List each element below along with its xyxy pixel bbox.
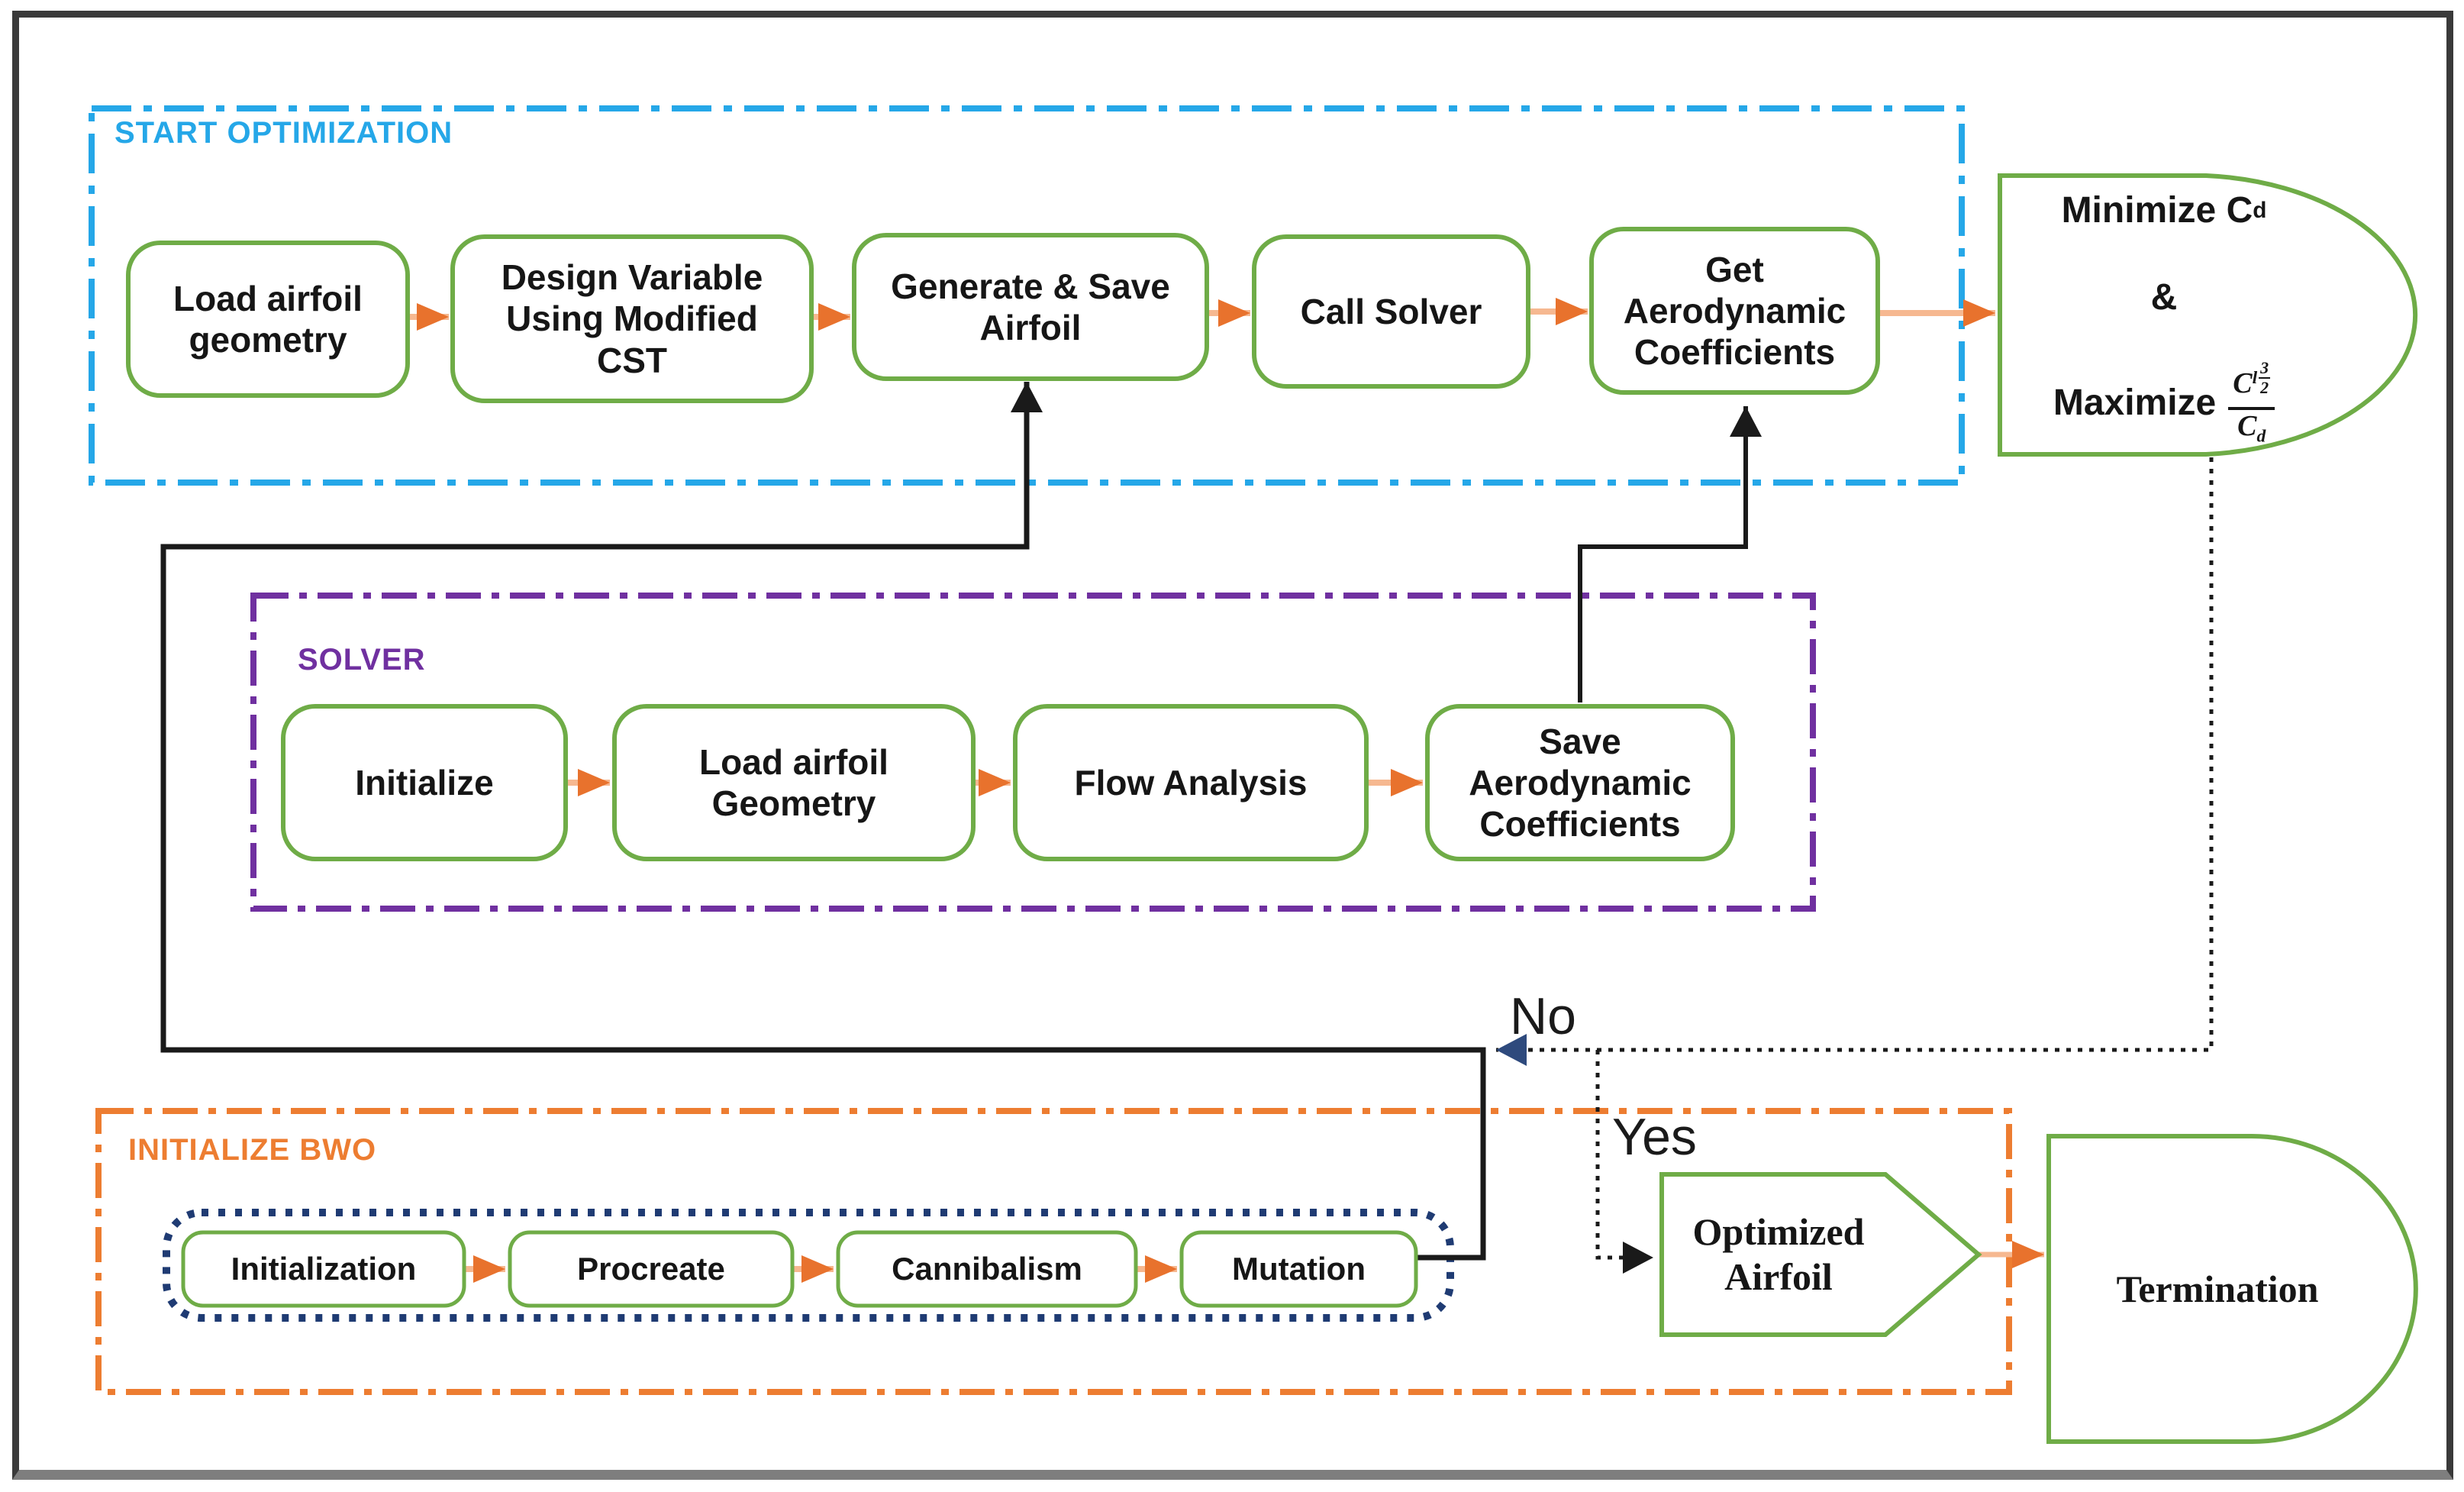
- start-optimization-region-border: [89, 105, 1965, 486]
- node-generate-save-airfoil-shape: [852, 233, 1209, 381]
- node-generate-save-airfoil: Generate & Save Airfoil: [891, 266, 1170, 347]
- node-mutation-shape: [1179, 1230, 1418, 1308]
- node-initialize: Initialize: [355, 762, 494, 803]
- node-call-solver-shape: [1252, 234, 1530, 389]
- node-load-airfoil-geometry: Load airfoil geometry: [173, 278, 363, 360]
- node-flow-analysis-shape: [1013, 704, 1369, 861]
- objective-ampersand: &: [2150, 277, 2178, 318]
- node-procreate-shape: [508, 1230, 795, 1308]
- start-optimization-region-label: START OPTIMIZATION: [114, 116, 453, 150]
- node-termination: Termination: [2116, 1267, 2319, 1310]
- no-branch-label: No: [1510, 987, 1576, 1045]
- solver-return-line: [1578, 406, 1762, 702]
- node-get-aero-coefficients: Get Aerodynamic Coefficients: [1623, 249, 1846, 373]
- node-initialization-shape: [181, 1230, 466, 1308]
- node-design-variable: Design Variable Using Modified CST: [501, 257, 763, 380]
- node-cannibalism-shape: [836, 1230, 1138, 1308]
- node-load-airfoil-geometry-solver-shape: [612, 704, 976, 861]
- yes-branch-label: Yes: [1612, 1108, 1697, 1166]
- node-get-aero-coefficients-shape: [1589, 227, 1880, 395]
- objective-node-shape: [1998, 173, 2418, 457]
- solver-region-border: [250, 593, 1816, 912]
- optimized-airfoil-node-shape: [1659, 1172, 1982, 1337]
- initialize-bwo-region-border: [95, 1108, 2012, 1395]
- node-load-airfoil-geometry-shape: [126, 241, 410, 398]
- node-save-aero-coefficients-shape: [1425, 704, 1735, 861]
- node-load-airfoil-geometry-solver: Load airfoil Geometry: [699, 741, 889, 823]
- node-call-solver: Call Solver: [1300, 291, 1482, 331]
- solver-region-label: SOLVER: [298, 643, 426, 677]
- node-mutation: Mutation: [1232, 1251, 1366, 1287]
- node-initialize-shape: [281, 704, 568, 861]
- bwo-inner-dotted-border: [163, 1209, 1454, 1322]
- node-procreate: Procreate: [577, 1251, 725, 1287]
- node-save-aero-coefficients: Save Aerodynamic Coefficients: [1469, 721, 1692, 844]
- initialize-bwo-region-label: INITIALIZE BWO: [128, 1133, 377, 1167]
- node-design-variable-shape: [450, 234, 814, 403]
- termination-node-shape: [2046, 1134, 2418, 1444]
- no-branch-dotted-line: [1496, 457, 2214, 1066]
- bwo-feedback-loop-line: [160, 382, 1486, 1261]
- node-cannibalism: Cannibalism: [892, 1251, 1082, 1287]
- yes-branch-dotted-line: [1595, 1050, 1653, 1274]
- node-flow-analysis: Flow Analysis: [1074, 762, 1308, 803]
- diagram-outer-frame: [12, 11, 2453, 1480]
- node-initialization: Initialization: [231, 1251, 417, 1287]
- node-optimized-airfoil: Optimized Airfoil: [1692, 1210, 1865, 1298]
